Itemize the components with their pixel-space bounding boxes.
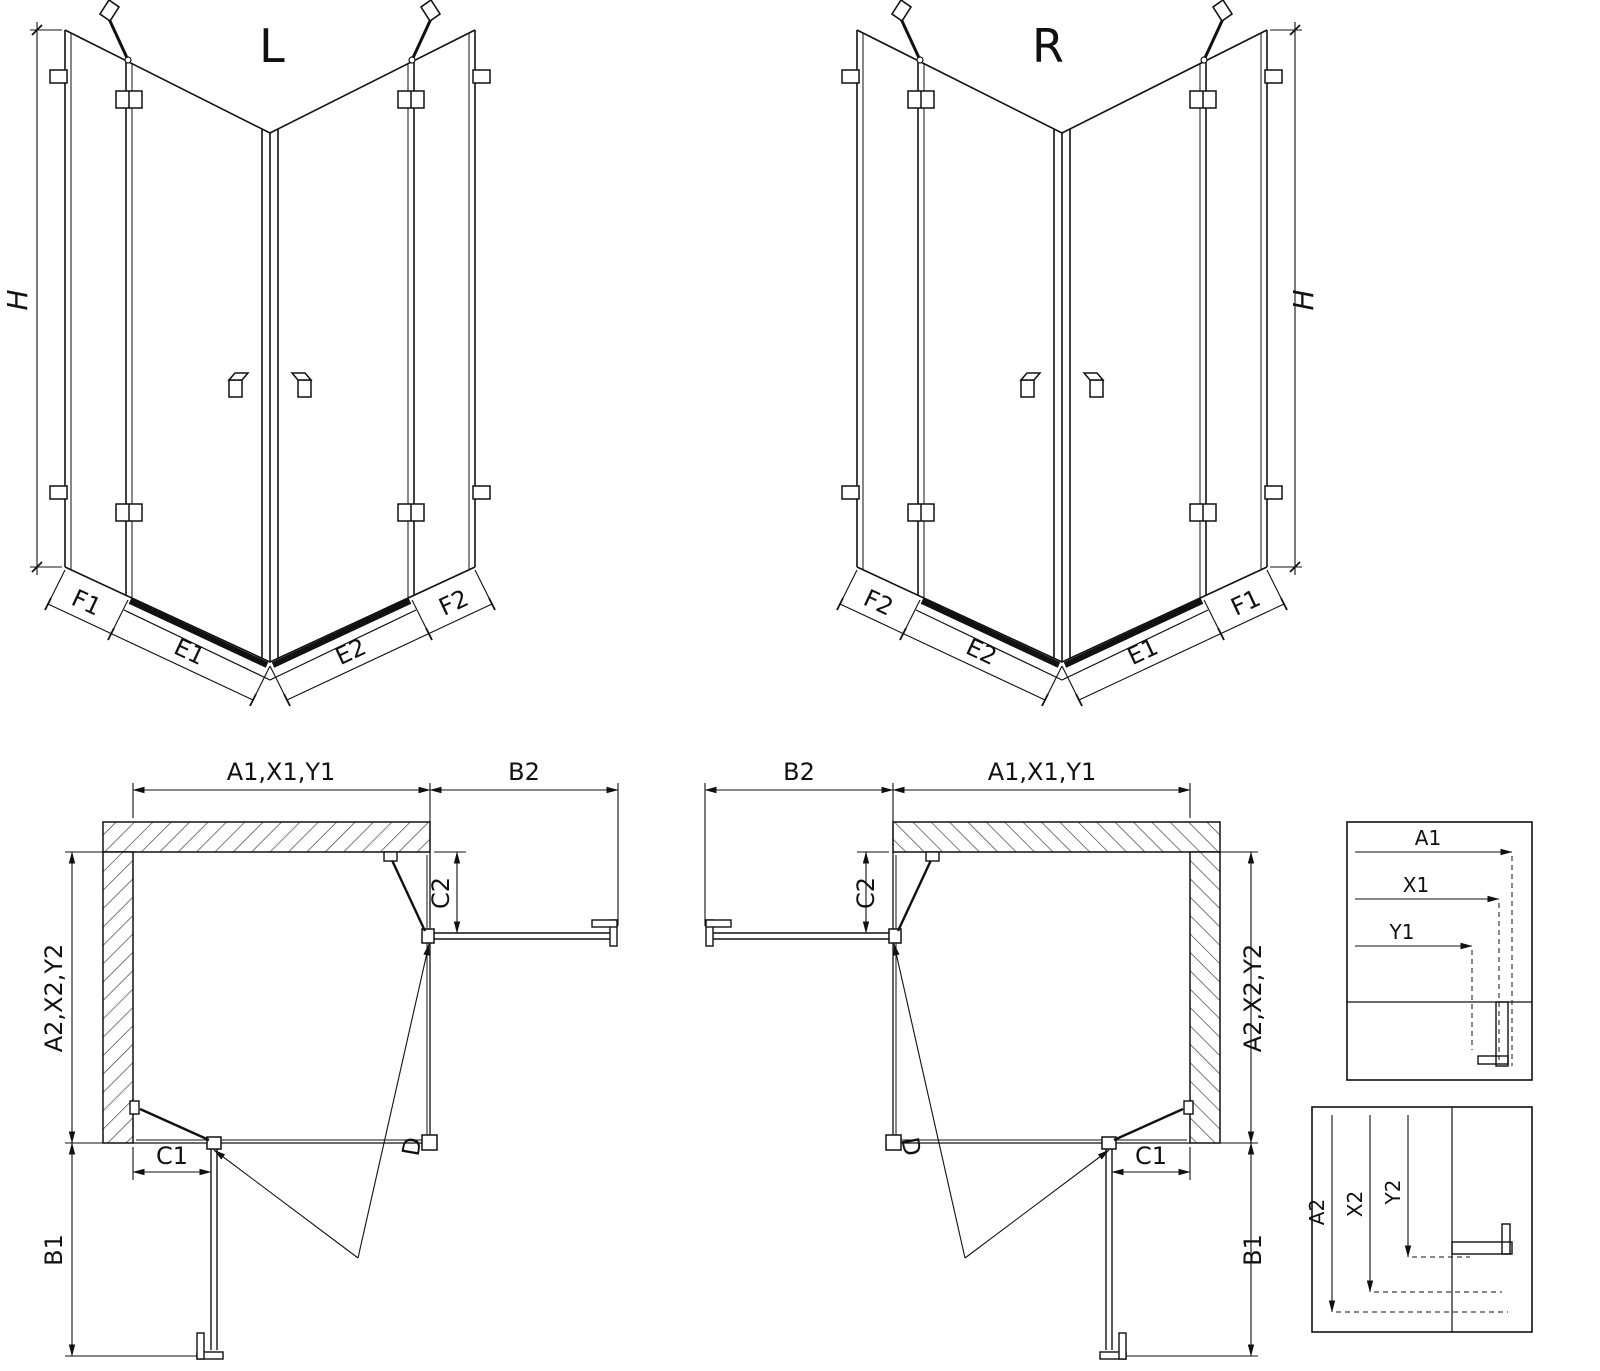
height-dimension-right [1270,22,1302,575]
height-label-right: H [1287,289,1320,310]
perspective-view-right: R H F2 E2 E1 F1 [837,0,1320,706]
detail-box-top: A1 X1 Y1 [1346,821,1533,1081]
detail-box-bottom: A2 X2 Y2 [1305,1106,1533,1333]
plan-right-b1-label: B1 [1239,1234,1267,1266]
plan-left-c1-label: C1 [156,1142,188,1170]
wall-profile-section-bottom [1451,1241,1513,1255]
plan-right-depth-label: A2,X2,Y2 [1239,944,1267,1053]
plan-left-b2-label: B2 [508,758,540,786]
detail-top-a1-label: A1 [1415,826,1441,850]
plan-left-depth-label: A2,X2,Y2 [40,944,68,1053]
plan-right-c2-label: C2 [852,877,880,909]
plan-left-b1-label: B1 [40,1234,68,1266]
variant-label-left: L [259,19,285,73]
plan-right-width-label: A1,X1,Y1 [988,758,1097,786]
plan-right-b2-label: B2 [783,758,815,786]
detail-top-x1-label: X1 [1403,873,1429,897]
plan-view-right: A1,X1,Y1 B2 C2 A2,X2,Y2 B1 C1 D [705,758,1267,1359]
plan-view-left: A1,X1,Y1 B2 C2 A2,X2,Y2 B1 C1 D [40,758,618,1359]
detail-bottom-a2-label: A2 [1305,1199,1329,1225]
plan-right-c1-label: C1 [1135,1142,1167,1170]
height-label-left: H [1,289,34,310]
height-dimension-left [30,22,62,575]
plan-left-width-label: A1,X1,Y1 [227,758,336,786]
plan-left-d-label: D [397,1135,428,1158]
perspective-view-left: L H F1 E1 E2 F2 [1,0,495,706]
detail-top-y1-label: Y1 [1389,920,1415,944]
detail-bottom-x2-label: X2 [1343,1191,1367,1217]
plan-left-c2-label: C2 [427,877,455,909]
detail-bottom-y2-label: Y2 [1381,1180,1405,1206]
plan-right-d-label: D [895,1135,926,1158]
wall-profile-section-top [1495,1001,1509,1067]
variant-label-right: R [1032,19,1064,73]
